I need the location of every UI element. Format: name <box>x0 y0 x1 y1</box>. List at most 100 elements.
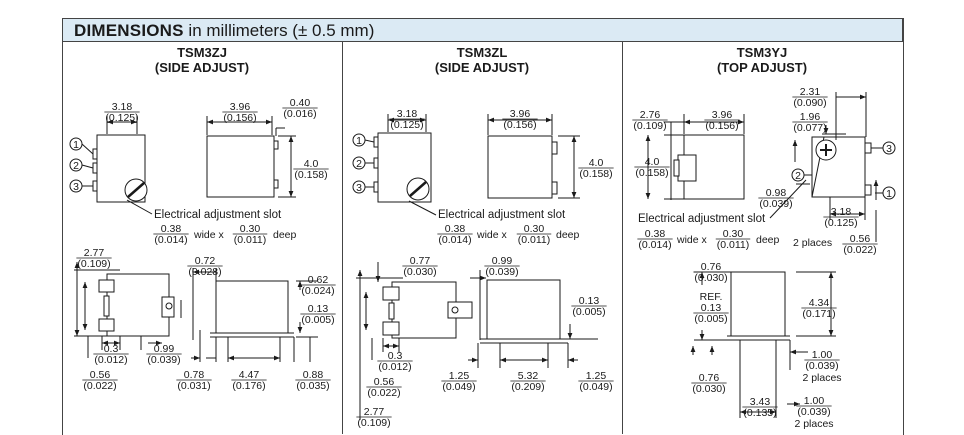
dim-value: (0.039) <box>797 406 830 418</box>
dim-value: 0.76 <box>699 372 720 384</box>
dim-value: (0.012) <box>94 354 127 366</box>
adjust-type: (SIDE ADJUST) <box>434 60 530 75</box>
dim-value: (0.016) <box>283 108 316 120</box>
dim-value: 3.96 <box>712 109 733 121</box>
dim-value: (0.005) <box>301 314 334 326</box>
adjust-type: (TOP ADJUST) <box>716 60 808 75</box>
dim-value: (0.039) <box>759 198 792 210</box>
dim-value: (0.039) <box>805 360 838 372</box>
dim-value: 0.3 <box>388 350 403 362</box>
two-places-label: 2 places <box>793 237 832 249</box>
dim-value: 4.0 <box>645 156 660 168</box>
dim-value: 1.25 <box>586 370 607 382</box>
tsm3yj-drawing <box>645 92 896 418</box>
dim-value: 3.96 <box>510 108 531 120</box>
dim-value: 4.47 <box>239 369 260 381</box>
column-title-tsm3zl: TSM3ZL (SIDE ADJUST) <box>342 45 622 75</box>
dim-value: (0.125) <box>105 112 138 124</box>
bottom-side-view-body <box>486 279 561 340</box>
dim-value: 0.3 <box>104 343 119 355</box>
dim-value: (0.030) <box>694 272 727 284</box>
dim-value: 2.77 <box>84 247 105 259</box>
dim-value: 0.78 <box>184 369 205 381</box>
dim-value: 2.77 <box>364 406 385 418</box>
two-places-label: 2 places <box>794 418 833 430</box>
dim-value: (0.022) <box>83 380 116 392</box>
column-title-tsm3yj: TSM3YJ (TOP ADJUST) <box>622 45 902 75</box>
pin-3-label: 3 <box>73 181 79 193</box>
dim-value: (0.028) <box>188 266 221 278</box>
model-name: TSM3YJ <box>736 45 788 60</box>
deep-label: deep <box>273 229 297 241</box>
dim-value: 0.72 <box>195 255 216 267</box>
dim-value: (0.171) <box>802 308 835 320</box>
dim-value: 0.13 <box>308 303 329 315</box>
dim-value: (0.031) <box>177 380 210 392</box>
dim-value: 1.00 <box>812 349 833 361</box>
dim-value: 0.88 <box>303 369 324 381</box>
deep-label: deep <box>756 234 780 246</box>
dim-value: 0.76 <box>701 261 722 273</box>
dim-value: 3.18 <box>112 101 133 113</box>
dim-value: (0.209) <box>511 381 544 393</box>
pin-1-label: 1 <box>886 188 892 200</box>
dim-value: (0.011) <box>518 234 551 246</box>
header-title: DIMENSIONS in millimeters (± 0.5 mm) <box>74 21 374 41</box>
dim-value: (0.014) <box>638 239 671 251</box>
dim-value: (0.012) <box>378 361 411 373</box>
dim-value: 0.38 <box>645 228 666 240</box>
tsm3zl-drawing <box>352 114 598 420</box>
dim-value: 0.38 <box>161 223 182 235</box>
model-name: TSM3ZL <box>456 45 508 60</box>
header-title-rest: in millimeters (± 0.5 mm) <box>183 21 375 40</box>
pin-3-label: 3 <box>356 182 362 194</box>
wide-x-label: wide x <box>476 229 508 241</box>
ref-label: REF. <box>700 291 723 303</box>
dim-value: (0.030) <box>403 266 436 278</box>
dim-value: 1.96 <box>800 111 821 123</box>
dim-value: (0.158) <box>579 168 612 180</box>
dim-value: (0.158) <box>635 167 668 179</box>
dim-value: 4.34 <box>809 297 830 309</box>
dim-value: (0.125) <box>390 119 423 131</box>
dim-value: (0.005) <box>572 306 605 318</box>
pin-2-label: 2 <box>795 170 801 182</box>
dim-value: 1.25 <box>449 370 470 382</box>
pin-3-label: 3 <box>886 143 892 155</box>
bottom-side-view-body <box>730 271 786 337</box>
dim-value: (0.090) <box>793 97 826 109</box>
slot-label: Electrical adjustment slot <box>638 213 766 225</box>
column-divider <box>622 42 623 434</box>
dim-value: 1.00 <box>804 395 825 407</box>
two-places-label: 2 places <box>802 372 841 384</box>
bottom-side-view-body <box>215 280 289 334</box>
dim-value: (0.011) <box>234 234 267 246</box>
dim-value: 0.40 <box>290 97 311 109</box>
pin-tab <box>92 180 98 192</box>
pin-1-label: 1 <box>73 139 79 151</box>
tsm3yj-labels: 3 2 1 2.76 (0.109) 3.96 (0.156) 4.0 (0.1… <box>633 86 892 430</box>
dim-value: (0.156) <box>223 112 256 124</box>
dim-value: (0.158) <box>294 169 327 181</box>
tsm3zj-labels: 1 2 3 3.18 (0.125) 3.96 (0.156) 0.40 (0.… <box>73 97 335 392</box>
deep-label: deep <box>556 229 580 241</box>
side-view-body <box>206 135 275 198</box>
adjust-type: (SIDE ADJUST) <box>154 60 250 75</box>
column-title-tsm3zj: TSM3ZJ (SIDE ADJUST) <box>62 45 342 75</box>
dim-value: 0.38 <box>445 223 466 235</box>
dim-value: (0.039) <box>485 266 518 278</box>
dim-value: 0.62 <box>308 274 329 286</box>
dim-value: 3.18 <box>397 108 418 120</box>
dim-value: 0.56 <box>90 369 111 381</box>
dim-value: 3.96 <box>230 101 251 113</box>
dim-value: 0.99 <box>492 255 513 267</box>
dim-value: 0.30 <box>524 223 545 235</box>
dim-value: (0.125) <box>824 217 857 229</box>
slot-label: Electrical adjustment slot <box>438 209 566 221</box>
dim-value: (0.176) <box>232 380 265 392</box>
dim-value: 0.13 <box>579 295 600 307</box>
dim-value: 4.0 <box>589 157 604 169</box>
pin-tab <box>92 162 98 174</box>
dim-value: (0.109) <box>633 120 666 132</box>
